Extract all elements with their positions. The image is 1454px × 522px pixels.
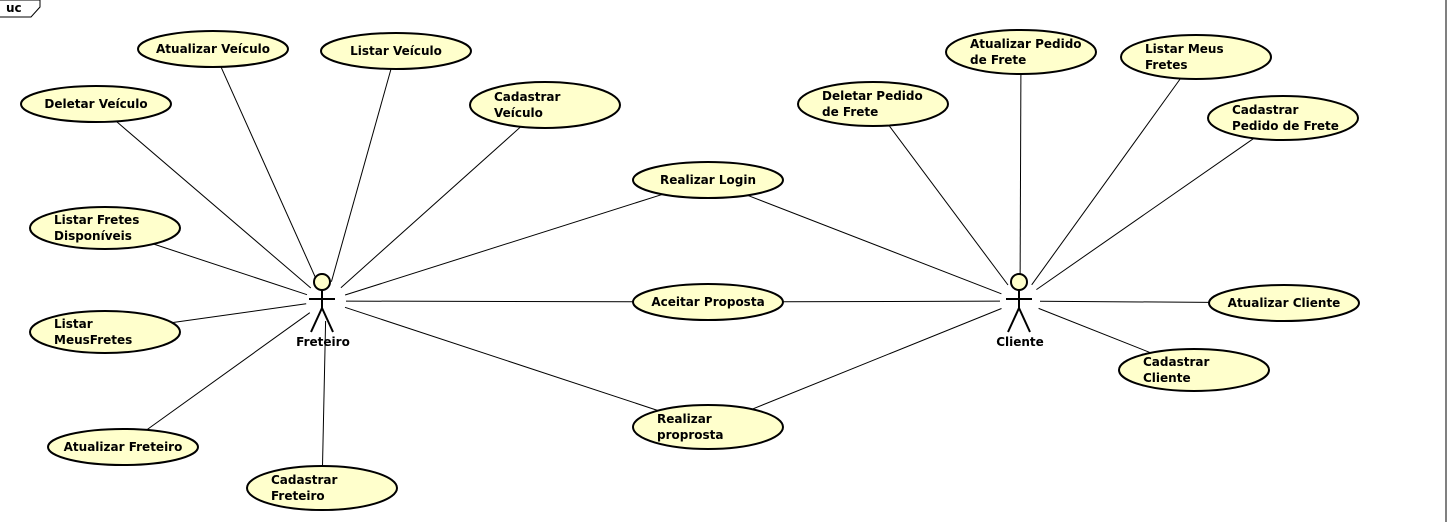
- use-case-label: Deletar Pedido: [822, 89, 923, 103]
- use-case-label: proprosta: [657, 428, 723, 442]
- association-cliente-listar-meus-fretes: [1031, 78, 1181, 286]
- use-case-realizar-login[interactable]: Realizar Login: [632, 161, 784, 199]
- actor-name: Cliente: [996, 335, 1044, 349]
- association-freteiro-realizar-proposta: [344, 306, 659, 412]
- use-case-label: Realizar: [657, 412, 712, 426]
- use-case-ellipse: [320, 32, 472, 70]
- actor-name: Freteiro: [296, 335, 350, 349]
- associations: [115, 66, 1255, 467]
- use-case-ellipse: [1118, 348, 1270, 392]
- actors: Freteiro Cliente: [296, 273, 1044, 349]
- use-case-ellipse: [20, 85, 172, 123]
- association-cliente-realizar-login: [747, 194, 1002, 295]
- use-case-listar-veiculo[interactable]: Listar Veículo: [320, 32, 472, 70]
- association-freteiro-listar-fretes-disponiveis: [153, 243, 308, 296]
- association-cliente-realizar-proposta: [751, 308, 1002, 410]
- frame-label: uc: [6, 1, 22, 15]
- use-case-ellipse: [137, 30, 289, 68]
- actor-freteiro[interactable]: Freteiro: [296, 273, 350, 349]
- association-freteiro-aceitar-proposta: [345, 300, 634, 303]
- use-case-ellipse: [246, 465, 398, 511]
- use-case-ellipse: [632, 283, 784, 321]
- use-case-label: Atualizar Veículo: [156, 42, 270, 56]
- use-case-ellipse: [47, 428, 199, 466]
- actor-left-leg: [1007, 307, 1020, 333]
- use-case-label: Listar Meus: [1145, 42, 1224, 56]
- association-freteiro-realizar-login: [344, 193, 663, 296]
- association-freteiro-atualizar-veiculo: [220, 66, 319, 284]
- use-case-deletar-pedido-frete[interactable]: Deletar Pedido de Frete: [797, 81, 949, 127]
- actor-right-leg: [1018, 307, 1031, 333]
- use-case-listar-meus-fretes[interactable]: Listar MeusFretes: [1120, 34, 1272, 80]
- use-case-label: Listar Veículo: [350, 44, 442, 58]
- association-cliente-cadastrar-cliente: [1038, 307, 1151, 354]
- use-case-ellipse: [1207, 95, 1359, 141]
- use-case-label: Freteiro: [271, 489, 325, 503]
- association-freteiro-atualizar-freteiro: [146, 312, 311, 431]
- association-freteiro-listar-veiculo: [330, 68, 392, 282]
- association-cliente-deletar-pedido-frete: [888, 125, 1009, 286]
- use-case-label: Listar: [54, 317, 93, 331]
- use-case-atualizar-pedido-frete[interactable]: Atualizar Pedido de Frete: [945, 29, 1097, 75]
- use-case-label: Pedido de Frete: [1232, 119, 1339, 133]
- use-case-label: Cadastrar: [271, 473, 337, 487]
- association-freteiro-deletar-veiculo: [115, 120, 312, 289]
- use-case-label: Aceitar Proposta: [651, 295, 764, 309]
- association-freteiro-cadastrar-veiculo: [340, 126, 522, 289]
- actor-cliente[interactable]: Cliente: [996, 273, 1044, 349]
- association-cliente-aceitar-proposta: [782, 300, 1001, 303]
- use-case-atualizar-freteiro[interactable]: Atualizar Freteiro: [47, 428, 199, 466]
- use-case-deletar-veiculo[interactable]: Deletar Veículo: [20, 85, 172, 123]
- use-case-aceitar-proposta[interactable]: Aceitar Proposta: [632, 283, 784, 321]
- use-case-atualizar-cliente[interactable]: Atualizar Cliente: [1208, 284, 1360, 322]
- use-case-label: Fretes: [1145, 58, 1188, 72]
- association-freteiro-cadastrar-freteiro: [322, 320, 327, 467]
- use-case-label: Realizar Login: [660, 173, 756, 187]
- use-case-label: Veículo: [494, 106, 543, 120]
- use-case-realizar-proposta[interactable]: Realizar proprosta: [632, 404, 784, 450]
- association-cliente-atualizar-pedido-frete: [1019, 73, 1022, 282]
- use-case-ellipse: [632, 404, 784, 450]
- actor-left-leg: [310, 307, 323, 333]
- frame-tab: [0, 0, 41, 18]
- use-case-label: Atualizar Cliente: [1228, 296, 1341, 310]
- use-case-label: Cliente: [1143, 371, 1191, 385]
- use-case-label: Cadastrar: [494, 90, 560, 104]
- use-case-label: de Frete: [822, 105, 878, 119]
- use-case-ellipse: [469, 81, 621, 129]
- use-case-label: Cadastrar: [1143, 355, 1209, 369]
- use-case-ellipse: [632, 161, 784, 199]
- use-case-ellipse: [797, 81, 949, 127]
- use-case-label: Disponíveis: [54, 229, 132, 243]
- use-case-atualizar-veiculo[interactable]: Atualizar Veículo: [137, 30, 289, 68]
- association-cliente-atualizar-cliente: [1039, 300, 1210, 303]
- use-case-ellipse: [29, 206, 181, 250]
- actor-head: [1010, 273, 1028, 291]
- use-case-label: Cadastrar: [1232, 103, 1298, 117]
- use-case-ellipse: [1120, 34, 1272, 80]
- actor-head: [313, 273, 331, 291]
- use-case-label: Deletar Veículo: [44, 97, 147, 111]
- use-case-label: Atualizar Freteiro: [64, 440, 183, 454]
- use-case-ellipse: [945, 29, 1097, 75]
- use-case-label: MeusFretes: [54, 333, 132, 347]
- use-case-label: Listar Fretes: [54, 213, 139, 227]
- actor-right-leg: [321, 307, 334, 333]
- use-case-ellipse: [29, 310, 181, 354]
- use-case-label: de Frete: [970, 53, 1026, 67]
- association-cliente-cadastrar-pedido-frete: [1036, 137, 1255, 291]
- use-case-ellipse: [1208, 284, 1360, 322]
- association-freteiro-listar-meusfretes: [172, 303, 307, 324]
- use-case-label: Atualizar Pedido: [970, 37, 1082, 51]
